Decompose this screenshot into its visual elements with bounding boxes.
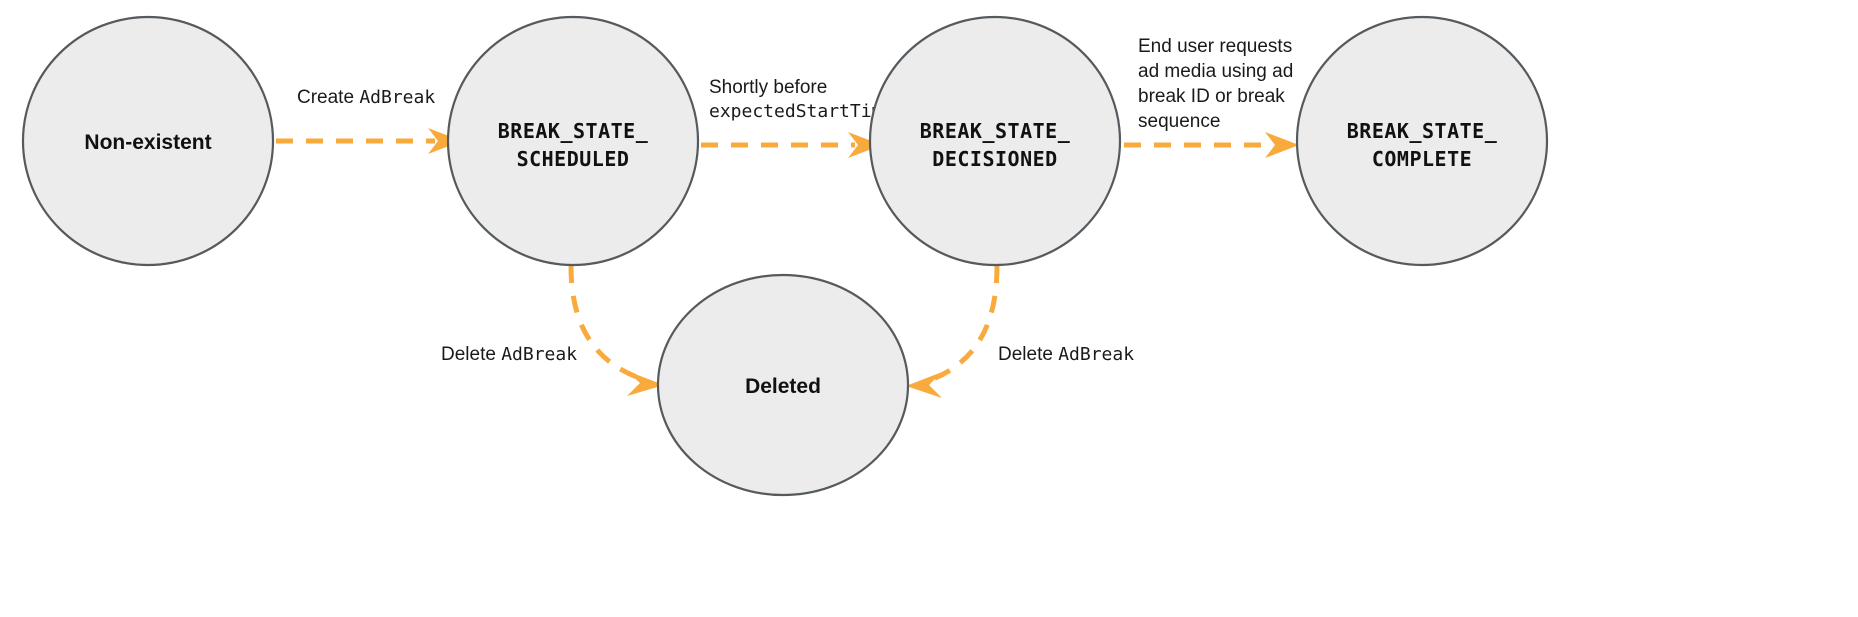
node-break-state-scheduled-label-line2: SCHEDULED [517, 147, 630, 171]
edge-end-user-requests[interactable]: End user requests ad media using ad brea… [1124, 36, 1299, 158]
node-break-state-complete-label-line1: BREAK_STATE_ [1347, 119, 1498, 143]
edge-create-adbreak-label: Create AdBreak [297, 87, 435, 108]
node-non-existent-shape [21, 15, 275, 267]
node-break-state-complete-shape [1295, 15, 1549, 267]
edge-create-adbreak[interactable]: Create AdBreak [276, 87, 462, 154]
edge-end-user-requests-label-line4: sequence [1138, 111, 1220, 132]
node-deleted-label: Deleted [745, 375, 821, 398]
node-break-state-complete-label-line2: COMPLETE [1372, 147, 1472, 171]
edge-shortly-before[interactable]: Shortly before expectedStartTime [701, 77, 893, 158]
edge-delete-adbreak-scheduled-arrowhead [627, 371, 664, 396]
node-non-existent-label: Non-existent [84, 131, 211, 154]
edge-delete-adbreak-decisioned-arrowhead [906, 372, 942, 398]
node-break-state-decisioned-shape [868, 15, 1122, 267]
node-non-existent[interactable]: Non-existent [21, 15, 275, 267]
edge-delete-adbreak-decisioned-label: Delete AdBreak [998, 344, 1134, 365]
edge-create-adbreak-label-mono: AdBreak [359, 87, 435, 108]
edge-create-adbreak-arrowhead [428, 128, 462, 154]
node-break-state-decisioned-label-line1: BREAK_STATE_ [920, 119, 1071, 143]
node-break-state-complete[interactable]: BREAK_STATE_ COMPLETE [1295, 15, 1549, 267]
node-break-state-decisioned[interactable]: BREAK_STATE_ DECISIONED [868, 15, 1122, 267]
edge-end-user-requests-label-line1: End user requests [1138, 36, 1292, 57]
node-break-state-decisioned-label-line2: DECISIONED [932, 147, 1057, 171]
edge-shortly-before-label-line1: Shortly before [709, 77, 827, 98]
node-break-state-scheduled[interactable]: BREAK_STATE_ SCHEDULED [446, 15, 700, 267]
edge-shortly-before-arrowhead [848, 132, 882, 158]
edge-delete-adbreak-decisioned-label-prefix: Delete [998, 344, 1058, 365]
edge-delete-adbreak-scheduled[interactable]: Delete AdBreak [441, 265, 664, 396]
edge-delete-adbreak-scheduled-line [568, 265, 646, 383]
edge-delete-adbreak-scheduled-label: Delete AdBreak [441, 344, 577, 365]
node-break-state-scheduled-label-line1: BREAK_STATE_ [498, 119, 649, 143]
edge-end-user-requests-label-line2: ad media using ad [1138, 61, 1293, 82]
edge-end-user-requests-arrowhead [1265, 132, 1299, 158]
node-deleted-shape [656, 273, 910, 497]
edge-end-user-requests-label-line3: break ID or break [1138, 86, 1285, 107]
node-break-state-scheduled-shape [446, 15, 700, 267]
edge-delete-adbreak-decisioned-line [924, 265, 1000, 385]
edge-delete-adbreak-decisioned[interactable]: Delete AdBreak [906, 265, 1134, 398]
node-deleted[interactable]: Deleted [656, 273, 910, 497]
edge-delete-adbreak-decisioned-label-mono: AdBreak [1058, 344, 1134, 365]
edge-create-adbreak-label-prefix: Create [297, 87, 359, 108]
edge-delete-adbreak-scheduled-label-mono: AdBreak [501, 344, 577, 365]
edge-delete-adbreak-scheduled-label-prefix: Delete [441, 344, 501, 365]
edge-shortly-before-label-line2: expectedStartTime [709, 101, 893, 122]
